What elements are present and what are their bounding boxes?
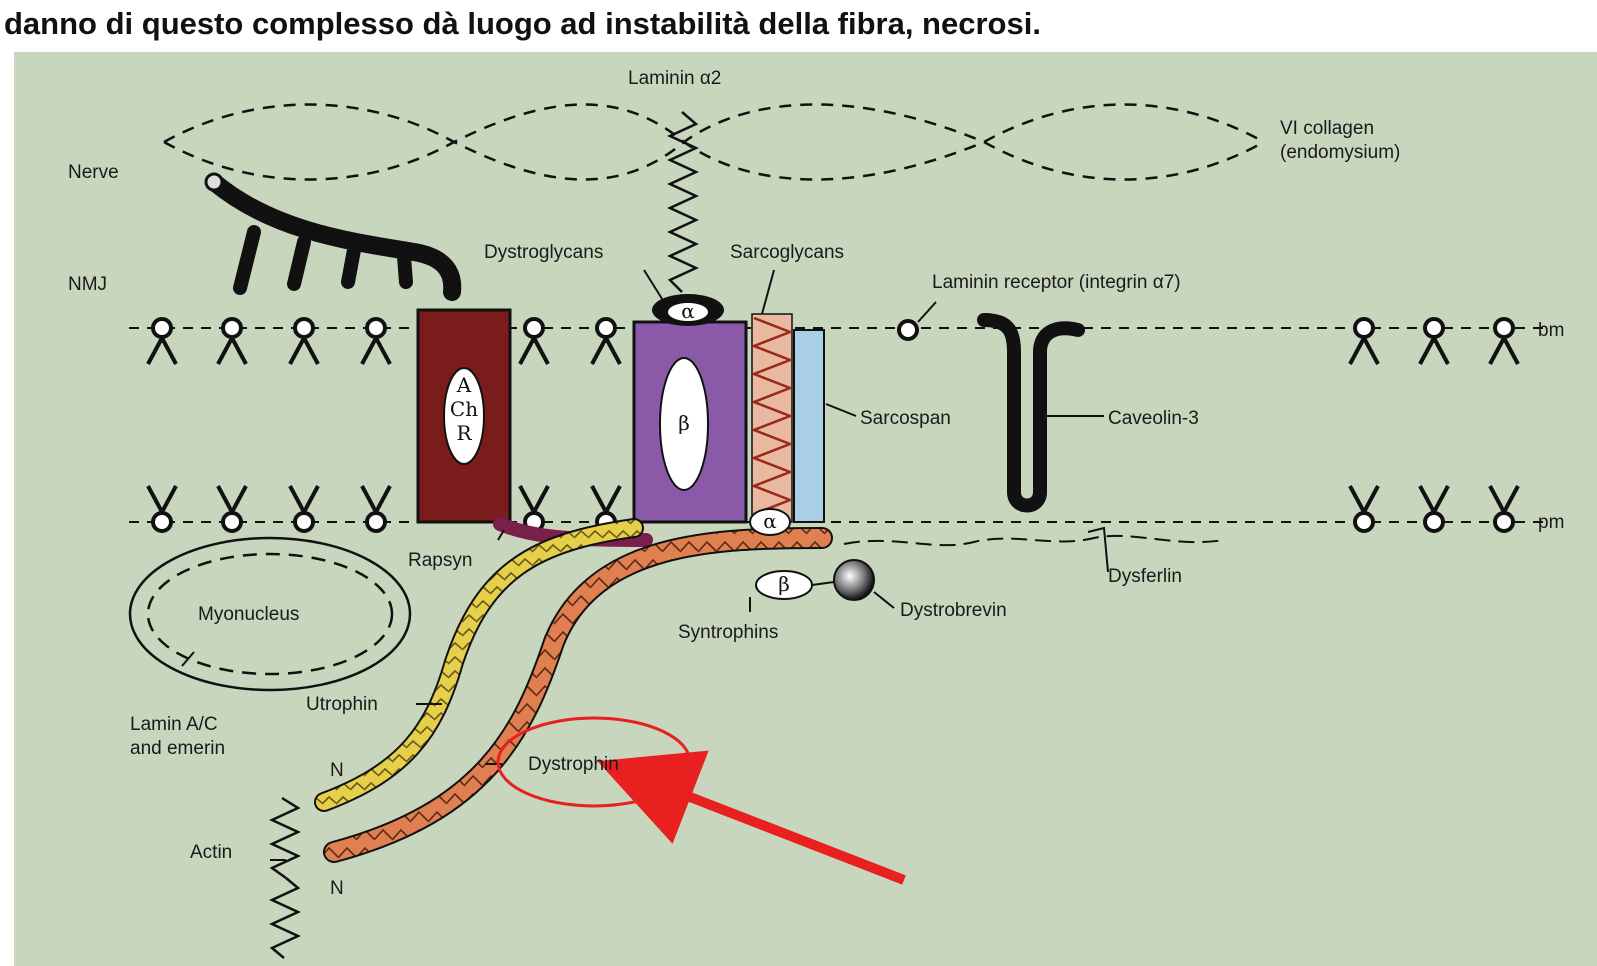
actin-top — [272, 798, 298, 878]
syntrophin-beta: β — [756, 571, 834, 599]
label-syntrophins: Syntrophins — [678, 622, 778, 643]
label-pm: pm — [1538, 512, 1564, 533]
label-nerve: Nerve — [68, 162, 119, 183]
label-dysferlin: Dysferlin — [1108, 566, 1182, 587]
nerve-terminal — [206, 174, 452, 292]
label-nmj: NMJ — [68, 274, 107, 295]
svg-text:α: α — [763, 509, 777, 533]
svg-text:A: A — [456, 373, 472, 397]
label-bm: bm — [1538, 320, 1564, 341]
caveolin-3 — [984, 320, 1078, 506]
label-laminin-a2: Laminin α2 — [628, 68, 721, 89]
sarcospan — [794, 330, 824, 522]
label-myonucleus: Myonucleus — [198, 604, 299, 625]
svg-text:β: β — [778, 572, 790, 596]
caption: danno di questo complesso dà luogo ad in… — [0, 6, 1597, 42]
label-utrophin: Utrophin — [306, 694, 378, 715]
sarcoglycans — [752, 314, 792, 522]
achr-channel: A Ch R — [418, 310, 510, 522]
bm-receptors — [148, 319, 1518, 364]
label-n-bottom: N — [330, 878, 344, 899]
label-lamin-2: and emerin — [130, 738, 225, 759]
laminin-a2-chain — [670, 112, 696, 292]
label-actin: Actin — [190, 842, 232, 863]
label-collagen-1: VI collagen — [1280, 118, 1374, 139]
svg-text:β: β — [678, 411, 690, 435]
alpha-oval: α — [750, 509, 790, 535]
svg-text:R: R — [456, 421, 472, 445]
label-dystrobrevin: Dystrobrevin — [900, 600, 1007, 621]
label-laminin-receptor: Laminin receptor (integrin α7) — [932, 272, 1181, 293]
label-dystroglycans: Dystroglycans — [484, 242, 603, 263]
actin-bottom — [272, 878, 298, 958]
svg-text:Ch: Ch — [450, 397, 478, 421]
dystrophin-complex-diagram: A Ch R β α α — [14, 52, 1597, 966]
laminin-receptor — [899, 302, 936, 339]
dysferlin-leader — [1088, 528, 1108, 572]
label-collagen-2: (endomysium) — [1280, 142, 1400, 163]
diagram-panel: A Ch R β α α — [14, 52, 1597, 966]
svg-text:α: α — [681, 299, 695, 323]
label-caveolin-3: Caveolin-3 — [1108, 408, 1199, 429]
pm-receptors — [148, 486, 1518, 531]
label-lamin-1: Lamin A/C — [130, 714, 218, 735]
label-dystrophin: Dystrophin — [528, 754, 619, 775]
dystrobrevin — [834, 560, 874, 600]
red-arrow — [672, 790, 904, 880]
beta-dystroglycan: β — [634, 322, 746, 522]
label-n-top: N — [330, 760, 344, 781]
collagen-fibers — [164, 105, 1264, 180]
label-sarcospan: Sarcospan — [860, 408, 951, 429]
label-sarcoglycans: Sarcoglycans — [730, 242, 844, 263]
dysferlin — [844, 536, 1224, 545]
label-rapsyn: Rapsyn — [408, 550, 472, 571]
